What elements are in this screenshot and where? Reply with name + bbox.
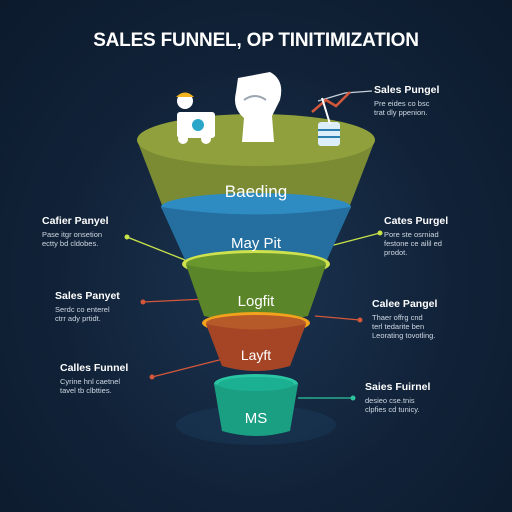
callout-heading: Calles Funnel: [60, 362, 129, 374]
funnel-stage-3: [182, 250, 330, 323]
callout-heading: Cafier Panyel: [42, 215, 109, 227]
callout-heading: Cates Purgel: [384, 215, 449, 227]
callout-heading: Calee Pangel: [372, 298, 438, 310]
stage-2-label: May Pit: [231, 235, 282, 252]
callout-text: Pre eides co bsc trat dly ppenion.: [374, 99, 430, 117]
callout-text: Thaer offrg cnd terl tedarite ben Leorat…: [372, 313, 436, 340]
callout-heading: Sales Panyet: [55, 290, 120, 302]
callout-right-1: Cates Purgel Pore ste osrniad festone ce…: [384, 215, 494, 257]
connector-top-right: [317, 90, 373, 102]
stage-4-label: Layft: [241, 347, 271, 363]
fist-icon: [235, 72, 282, 142]
callout-right-3: Saies Fuirnel desieo cse.tnis clpfies cd…: [365, 381, 485, 414]
connector-lines: [124, 90, 383, 401]
funnel-stage-5: [214, 374, 298, 436]
chart-icon: [311, 91, 351, 146]
callout-top-right: Sales Pungel Pre eides co bsc trat dly p…: [374, 84, 504, 117]
person-icon: [176, 92, 215, 144]
funnel-stage-4: [202, 312, 310, 371]
connector-right-2: [314, 315, 361, 321]
callout-left-1: Cafier Panyel Pase itgr onsetion ectty b…: [42, 215, 132, 248]
callout-text: Cyrine hnl caetnel tavel tb clbtties.: [60, 377, 121, 395]
callout-text: Pore ste osrniad festone ce ailil ed pro…: [384, 230, 442, 257]
callout-text: Serdc co enterel ctrr ady prtidt.: [55, 305, 110, 323]
callout-heading: Sales Pungel: [374, 84, 440, 96]
stage-1-label: Baeding: [225, 182, 287, 201]
connector-right-1: [329, 232, 381, 247]
callout-text: Pase itgr onsetion ectty bd cldobes.: [42, 230, 103, 248]
connector-left-1: [126, 236, 186, 261]
callout-heading: Saies Fuirnel: [365, 381, 431, 393]
callout-left-2: Sales Panyet Serdc co enterel ctrr ady p…: [55, 290, 145, 323]
callout-text: desieo cse.tnis clpfies cd tunicy.: [365, 396, 420, 414]
callout-left-3: Calles Funnel Cyrine hnl caetnel tavel t…: [60, 362, 150, 395]
stage-3-label: Logfit: [238, 293, 276, 310]
page-title: SALES FUNNEL, OP TINITIMIZATION: [93, 30, 419, 51]
callout-right-2: Calee Pangel Thaer offrg cnd terl tedari…: [372, 298, 502, 340]
stage-5-label: MS: [245, 410, 268, 427]
